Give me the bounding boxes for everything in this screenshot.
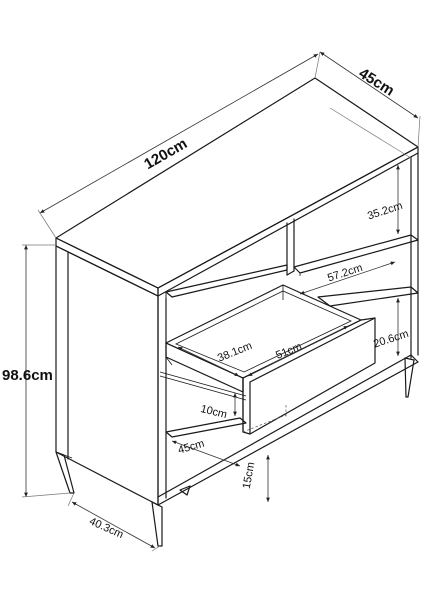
drawer-runner [159, 371, 247, 401]
leg-back-left [179, 485, 191, 496]
dim-line-leg-depth [67, 492, 161, 552]
label-drawer-bottom: 10cm [199, 403, 228, 421]
left-upper-shelf [165, 264, 288, 298]
label-height: 98.6cm [2, 367, 53, 384]
dim-line-shelf-width [299, 261, 396, 295]
drawer [165, 284, 376, 435]
dim-line-depth [319, 51, 421, 148]
label-shelf-width: 57.2cm [326, 262, 364, 285]
cabinet-top [55, 77, 419, 297]
drawer-back-dashes [242, 405, 287, 433]
label-drawer-height: 20.6cm [372, 328, 410, 351]
dim-line-width [37, 51, 321, 239]
label-leg-height: 15cm [241, 461, 257, 490]
back-interior-edges [165, 107, 412, 298]
dim-line-height [21, 244, 71, 498]
leg-front-left [55, 451, 75, 494]
lower-shelf [165, 417, 247, 438]
right-middle-shelf [317, 286, 419, 307]
label-depth: 45cm [356, 65, 398, 100]
label-lower-depth: 45cm [177, 438, 206, 457]
vertical-divider [286, 218, 295, 276]
cabinet-front-frame [157, 152, 419, 506]
dim-line-drawer-width [247, 325, 349, 377]
dim-line-drawer-depth [177, 346, 240, 377]
leg-front-right [151, 501, 163, 547]
label-drawer-width: 51cm [274, 341, 303, 362]
dim-line-lower-depth [171, 440, 241, 467]
leg-back-right [404, 357, 415, 398]
label-drawer-depth: 38.1cm [216, 340, 254, 365]
label-leg-depth: 40.3cm [87, 515, 125, 541]
cabinet-left-side-panel [55, 245, 159, 506]
